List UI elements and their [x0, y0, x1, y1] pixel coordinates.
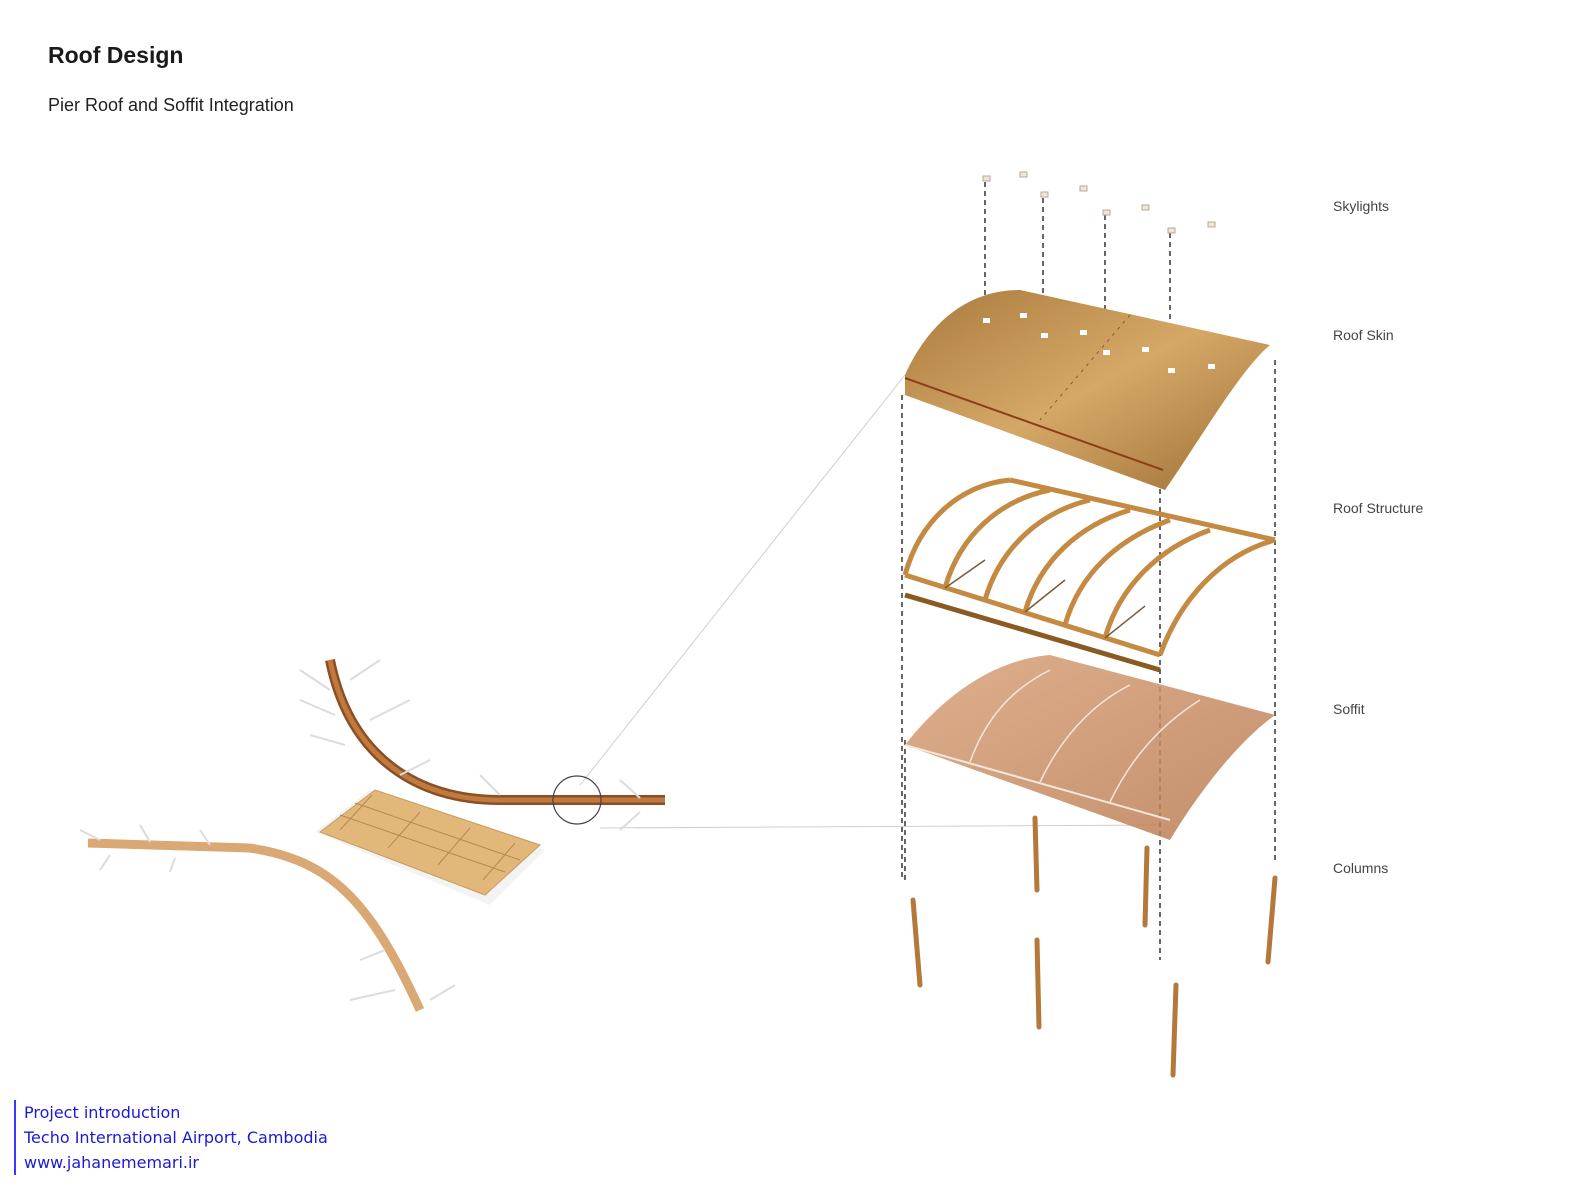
- page-title: Roof Design: [48, 42, 184, 68]
- credits-block: Project introduction Techo International…: [14, 1100, 328, 1175]
- page-subtitle: Pier Roof and Soffit Integration: [48, 95, 294, 115]
- roof-skin: [904, 290, 1270, 490]
- roof-structure: [902, 477, 1276, 673]
- label-roof-structure: Roof Structure: [1333, 500, 1424, 516]
- label-columns: Columns: [1333, 860, 1389, 876]
- label-roof-skin: Roof Skin: [1333, 327, 1394, 343]
- skylights: [982, 171, 1216, 234]
- airport-site-plan: [79, 659, 665, 1012]
- credits-line-project: Techo International Airport, Cambodia: [24, 1128, 328, 1147]
- credits-line-website[interactable]: www.jahanememari.ir: [24, 1153, 200, 1172]
- label-soffit: Soffit: [1333, 701, 1365, 717]
- callout-lines: [579, 374, 1161, 829]
- focus-circle: [552, 775, 602, 825]
- credits-line-intro: Project introduction: [24, 1103, 181, 1122]
- columns: [910, 815, 1278, 1078]
- soffit: [904, 655, 1275, 840]
- label-skylights: Skylights: [1333, 198, 1390, 214]
